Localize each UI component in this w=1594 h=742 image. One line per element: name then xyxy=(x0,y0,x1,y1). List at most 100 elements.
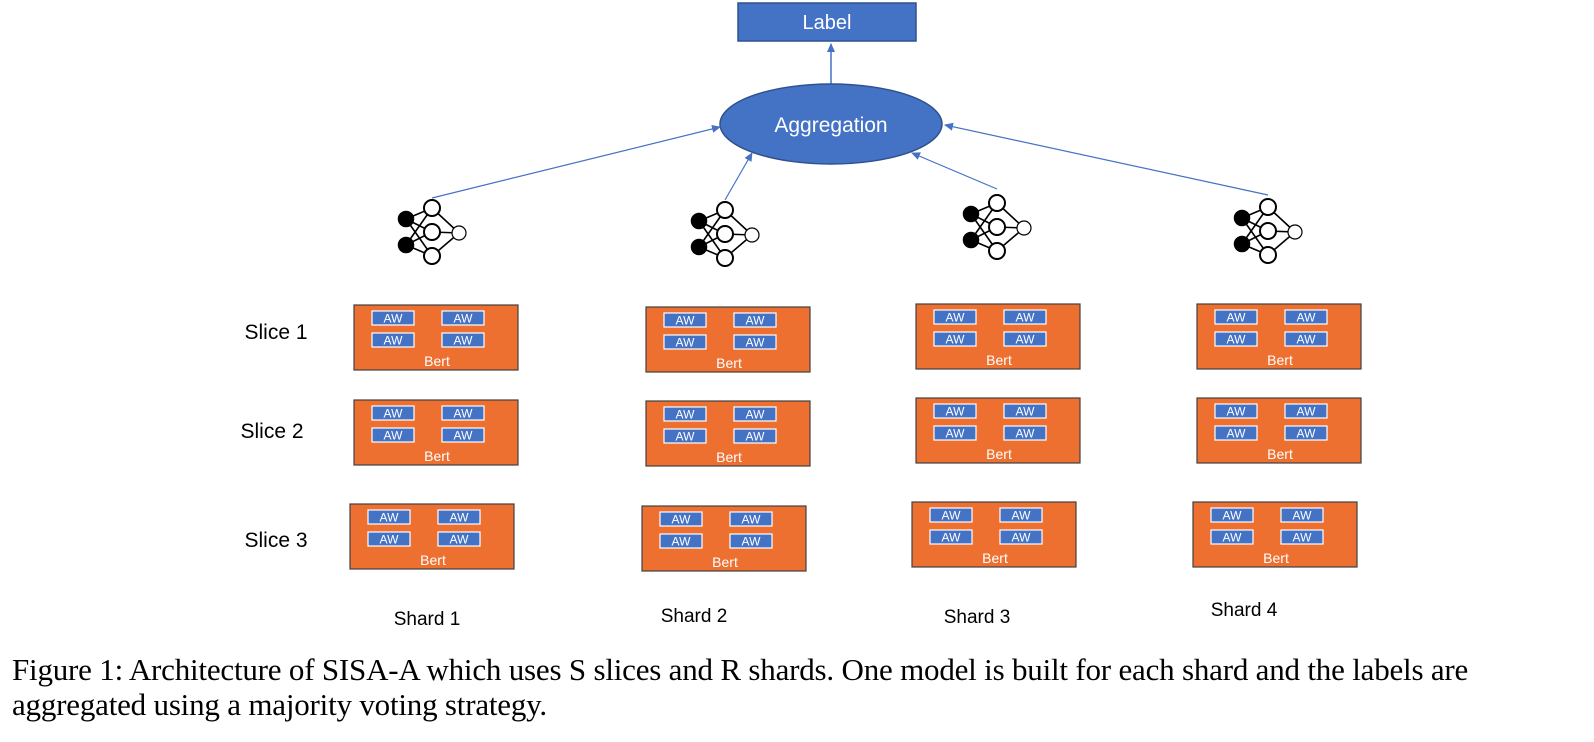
neural-network-icon xyxy=(397,199,467,265)
bert-block: AW AW AW AW Bert xyxy=(911,501,1077,568)
label-node: Label xyxy=(737,2,917,42)
neural-network-icon xyxy=(690,201,760,267)
bert-label: Bert xyxy=(1267,352,1293,368)
edge-model-4-to-aggregation xyxy=(944,122,1269,196)
sisa-architecture-diagram: Label Aggregation Slice 1 Slice 2 Slice … xyxy=(240,2,1362,630)
aw-chip: AW xyxy=(933,309,977,325)
aw-chip-label: AW xyxy=(1297,333,1317,347)
aw-chip: AW xyxy=(1214,309,1258,325)
aw-chip: AW xyxy=(663,406,707,422)
shard-label-4: Shard 4 xyxy=(1211,600,1278,621)
aw-chip-label: AW xyxy=(1293,509,1313,523)
aw-chip: AW xyxy=(367,531,411,547)
aw-chip-label: AW xyxy=(1016,427,1036,441)
aggregation-node-text: Aggregation xyxy=(774,114,887,137)
aw-chip-label: AW xyxy=(1016,333,1036,347)
aw-chip: AW xyxy=(733,334,777,350)
aw-chip-label: AW xyxy=(384,407,404,421)
aw-chip-label: AW xyxy=(1297,405,1317,419)
aw-chip: AW xyxy=(1003,309,1047,325)
edge-model-2-to-aggregation xyxy=(724,152,753,201)
bert-label: Bert xyxy=(986,352,1012,368)
aw-chip: AW xyxy=(1003,403,1047,419)
bert-block: AW AW AW AW Bert xyxy=(645,306,811,373)
bert-block: AW AW AW AW Bert xyxy=(1196,303,1362,370)
label-node-text: Label xyxy=(803,12,852,34)
aw-chip-label: AW xyxy=(1227,333,1247,347)
aw-chip: AW xyxy=(371,405,415,421)
aw-chip: AW xyxy=(733,406,777,422)
slice-label-1: Slice 1 xyxy=(244,321,307,344)
aw-chip-label: AW xyxy=(454,429,474,443)
aw-chip: AW xyxy=(729,511,773,527)
aw-chip-label: AW xyxy=(1227,427,1247,441)
figure-caption: Figure 1: Architecture of SISA-A which u… xyxy=(12,652,1469,722)
neural-network-icon xyxy=(962,194,1032,260)
aw-chip: AW xyxy=(1003,331,1047,347)
aw-chip-label: AW xyxy=(1016,405,1036,419)
aw-chip-label: AW xyxy=(380,533,400,547)
aw-chip: AW xyxy=(1210,529,1254,545)
aw-chip-label: AW xyxy=(672,513,692,527)
aw-chip: AW xyxy=(441,405,485,421)
shard-label-2: Shard 2 xyxy=(661,606,728,627)
aw-chip-label: AW xyxy=(454,407,474,421)
bert-label: Bert xyxy=(712,554,738,570)
slice-label-3: Slice 3 xyxy=(244,529,307,552)
aw-chip: AW xyxy=(371,310,415,326)
edge-model-3-to-aggregation xyxy=(911,152,998,190)
aw-chip-label: AW xyxy=(1223,509,1243,523)
aw-chip-label: AW xyxy=(1016,311,1036,325)
edge-model-1-to-aggregation xyxy=(431,125,721,199)
bert-label: Bert xyxy=(716,355,742,371)
bert-label: Bert xyxy=(424,448,450,464)
aw-chip: AW xyxy=(1214,331,1258,347)
aw-chip-label: AW xyxy=(676,314,696,328)
aw-chip-label: AW xyxy=(1227,311,1247,325)
aw-chip-label: AW xyxy=(942,531,962,545)
aw-chip-label: AW xyxy=(384,429,404,443)
aw-chip-label: AW xyxy=(746,314,766,328)
aw-chip-label: AW xyxy=(1227,405,1247,419)
aw-chip: AW xyxy=(659,511,703,527)
bert-label: Bert xyxy=(716,449,742,465)
aw-chip: AW xyxy=(929,529,973,545)
aw-chip-label: AW xyxy=(676,336,696,350)
slice-label-2: Slice 2 xyxy=(240,420,303,443)
aw-chip-label: AW xyxy=(946,427,966,441)
aw-chip-label: AW xyxy=(746,430,766,444)
aw-chip-label: AW xyxy=(1012,531,1032,545)
bert-label: Bert xyxy=(1267,446,1293,462)
aw-chip: AW xyxy=(729,533,773,549)
aw-chip-label: AW xyxy=(384,334,404,348)
aw-chip: AW xyxy=(1284,403,1328,419)
bert-block: AW AW AW AW Bert xyxy=(1196,397,1362,464)
aw-chip: AW xyxy=(441,332,485,348)
shard-label-3: Shard 3 xyxy=(944,607,1011,628)
aw-chip: AW xyxy=(437,509,481,525)
aw-chip: AW xyxy=(663,312,707,328)
bert-label: Bert xyxy=(424,353,450,369)
aw-chip: AW xyxy=(733,428,777,444)
aw-chip: AW xyxy=(1003,425,1047,441)
bert-block: AW AW AW AW Bert xyxy=(353,399,519,466)
aw-chip: AW xyxy=(1284,425,1328,441)
aw-chip: AW xyxy=(999,507,1043,523)
aw-chip: AW xyxy=(1284,331,1328,347)
aw-chip: AW xyxy=(929,507,973,523)
bert-label: Bert xyxy=(982,550,1008,566)
aw-chip-label: AW xyxy=(450,533,470,547)
aw-chip: AW xyxy=(733,312,777,328)
aw-chip-label: AW xyxy=(450,511,470,525)
aw-chip: AW xyxy=(1284,309,1328,325)
aw-chip: AW xyxy=(441,427,485,443)
aw-chip: AW xyxy=(1210,507,1254,523)
shard-label-1: Shard 1 xyxy=(394,609,461,630)
aw-chip-label: AW xyxy=(676,408,696,422)
